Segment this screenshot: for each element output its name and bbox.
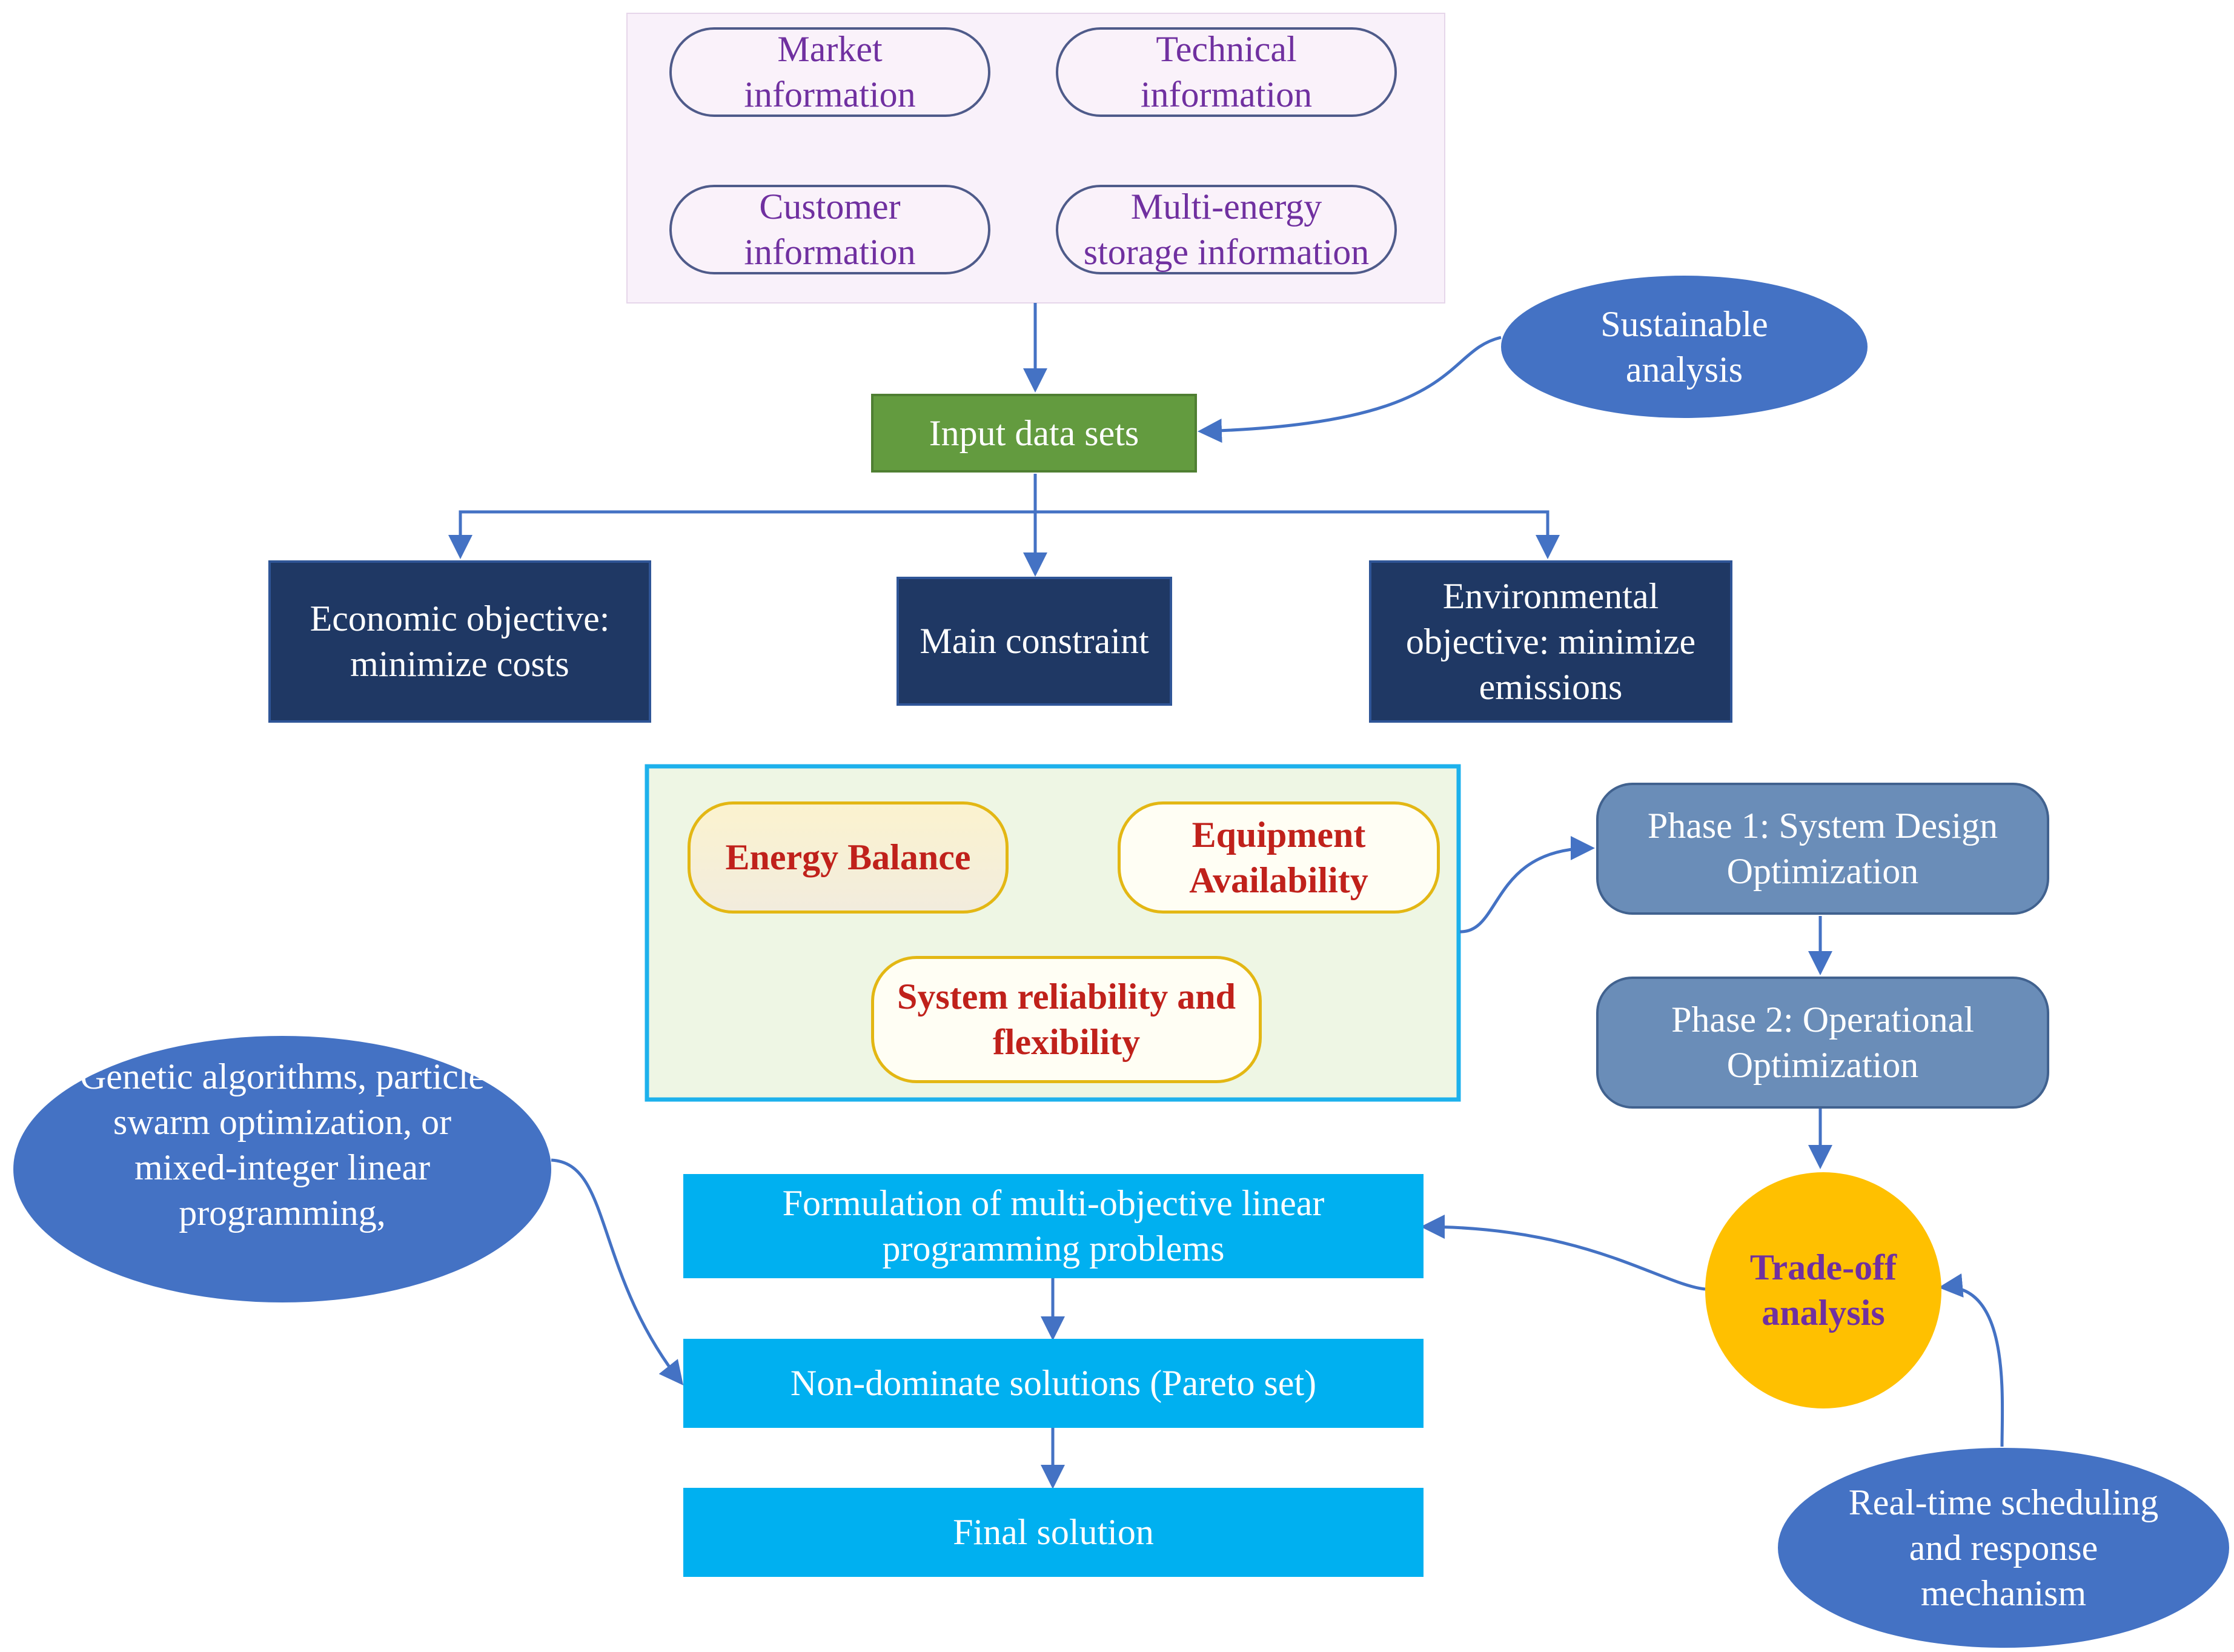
main-constraint-node: Main constraint: [897, 577, 1172, 706]
energy-balance-node: Energy Balance: [688, 801, 1009, 914]
arrow-tradeoff-to-formulation: [1420, 1215, 1706, 1291]
input-data-sets-node: Input data sets: [871, 394, 1197, 473]
arrow-algorithms-to-pareto: [551, 1158, 684, 1385]
economic-objective-node: Economic objective:minimize costs: [268, 560, 651, 723]
arrow-sustainable-to-input: [1198, 336, 1502, 443]
arrow-realtime-to-tradeoff: [1938, 1273, 2004, 1447]
arrow-panel-to-phase1: [1459, 836, 1595, 934]
arrow-input-to-economic: [448, 474, 1037, 559]
pareto-set-node: Non-dominate solutions (Pareto set): [683, 1339, 1424, 1428]
final-solution-node: Final solution: [683, 1488, 1424, 1577]
arrow-input-to-environmental: [1035, 510, 1560, 559]
